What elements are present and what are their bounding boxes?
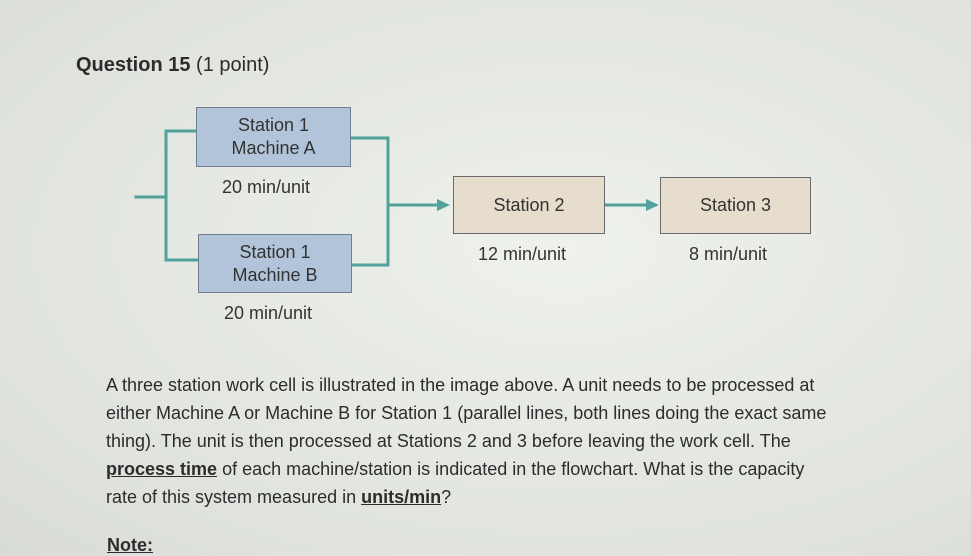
question-text-part1: A three station work cell is illustrated… <box>106 375 827 451</box>
question-text-part3: ? <box>441 487 452 507</box>
units-emphasis: units/min <box>361 487 442 507</box>
station3-rate: 8 min/unit <box>689 244 768 264</box>
split-bracket <box>164 129 199 262</box>
question-points: (1 point) <box>196 54 270 76</box>
station1-machine-b-box: Station 1 Machine B <box>198 234 352 293</box>
process-time-emphasis: process time <box>106 459 218 479</box>
question-title: Question 15 (1 point) <box>76 54 269 77</box>
question-text: A three station work cell is illustrated… <box>106 371 836 511</box>
station2-box: Station 2 <box>453 176 605 234</box>
station1a-label: Station 1 <box>237 115 310 135</box>
arrowhead-to-station2 <box>437 199 450 211</box>
station3-label: Station 3 <box>699 195 772 215</box>
question-text-part2: of each machine/station is indicated in … <box>106 459 805 507</box>
merge-bracket <box>349 136 390 267</box>
station2-rate: 12 min/unit <box>478 244 567 264</box>
station1-machine-a-box: Station 1 Machine A <box>196 107 351 167</box>
station1b-machine: Machine B <box>232 264 318 285</box>
station1a-rate: 20 min/unit <box>222 177 311 197</box>
station1a-machine: Machine A <box>231 138 316 158</box>
station2-label: Station 2 <box>493 194 565 215</box>
arrowhead-to-station3 <box>646 199 659 211</box>
question-number: Question 15 <box>76 54 191 76</box>
note-heading: Note: <box>107 535 153 555</box>
station1b-label: Station 1 <box>239 241 311 262</box>
station1b-rate: 20 min/unit <box>224 303 313 323</box>
station3-box: Station 3 <box>660 177 811 234</box>
